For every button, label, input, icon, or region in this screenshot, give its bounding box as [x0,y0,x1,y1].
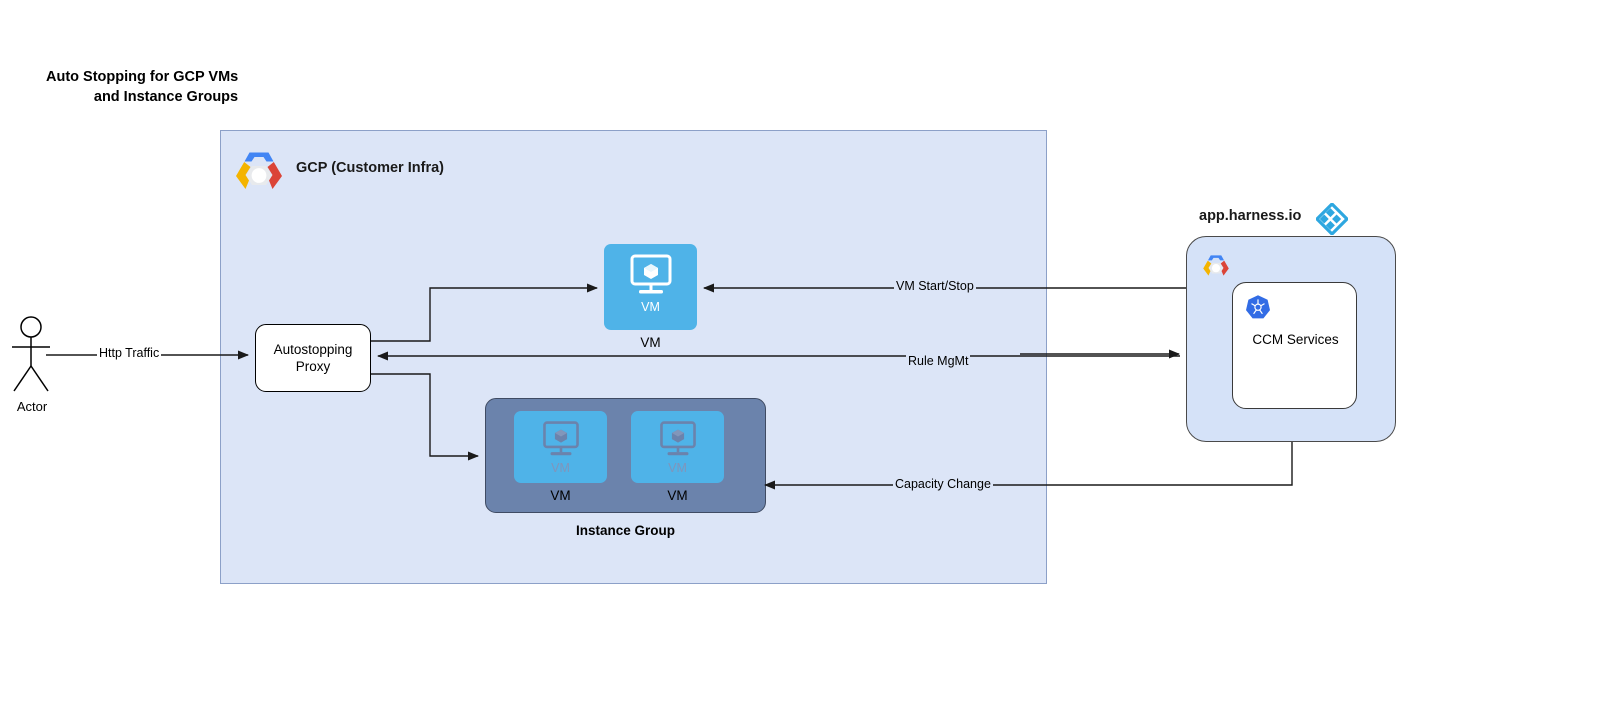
gcp-logo-icon [1201,249,1231,279]
connector-label-http-traffic: Http Traffic [97,346,162,360]
vm-outer-label: VM [640,335,661,350]
instance-group-vm-inner-label: VM [668,461,687,475]
page-title-line-2: and Instance Groups [93,88,239,105]
instance-group-vm-inner-label: VM [551,461,570,475]
instance-group-label: Instance Group [575,523,675,538]
autostopping-proxy-label-line-1: Autostopping [273,341,353,357]
page-title-line-1: Auto Stopping for GCP VMs [46,69,239,85]
vm-inner-label: VM [641,300,660,314]
vm-monitor-cube-icon [542,421,579,456]
autostopping-proxy-node[interactable]: Autostopping Proxy [255,324,371,392]
harness-title: app.harness.io [1199,208,1302,224]
connector-label-rule-mgmt: Rule MgMt [906,354,971,368]
autostopping-proxy-label-line-2: Proxy [295,359,331,374]
instance-group-vm-node[interactable]: VM [514,411,607,483]
instance-group-node[interactable]: VM VM VM VM [485,398,766,513]
connector-label-capacity-change: Capacity Change [893,477,993,491]
instance-group-vm-outer-label: VM [667,488,688,503]
page-title: Auto Stopping for GCP VMs and Instance G… [46,68,286,107]
vm-node[interactable]: VM [604,244,697,330]
actor-label: Actor [16,399,48,414]
connector-label-vm-start-stop: VM Start/Stop [894,279,976,293]
ccm-services-node[interactable]: CCM Services [1232,282,1357,409]
gcp-container-label: GCP (Customer Infra) [296,160,444,176]
instance-group-vm-node[interactable]: VM [631,411,724,483]
harness-diamond-logo-icon [1314,201,1350,237]
ccm-services-label: CCM Services [1252,332,1339,347]
vm-monitor-cube-icon [659,421,696,456]
vm-monitor-cube-icon [630,254,671,294]
actor-stick-figure-icon [8,316,54,394]
kubernetes-logo-icon [1245,294,1271,320]
instance-group-vm-outer-label: VM [550,488,571,503]
gcp-logo-icon [232,141,286,195]
